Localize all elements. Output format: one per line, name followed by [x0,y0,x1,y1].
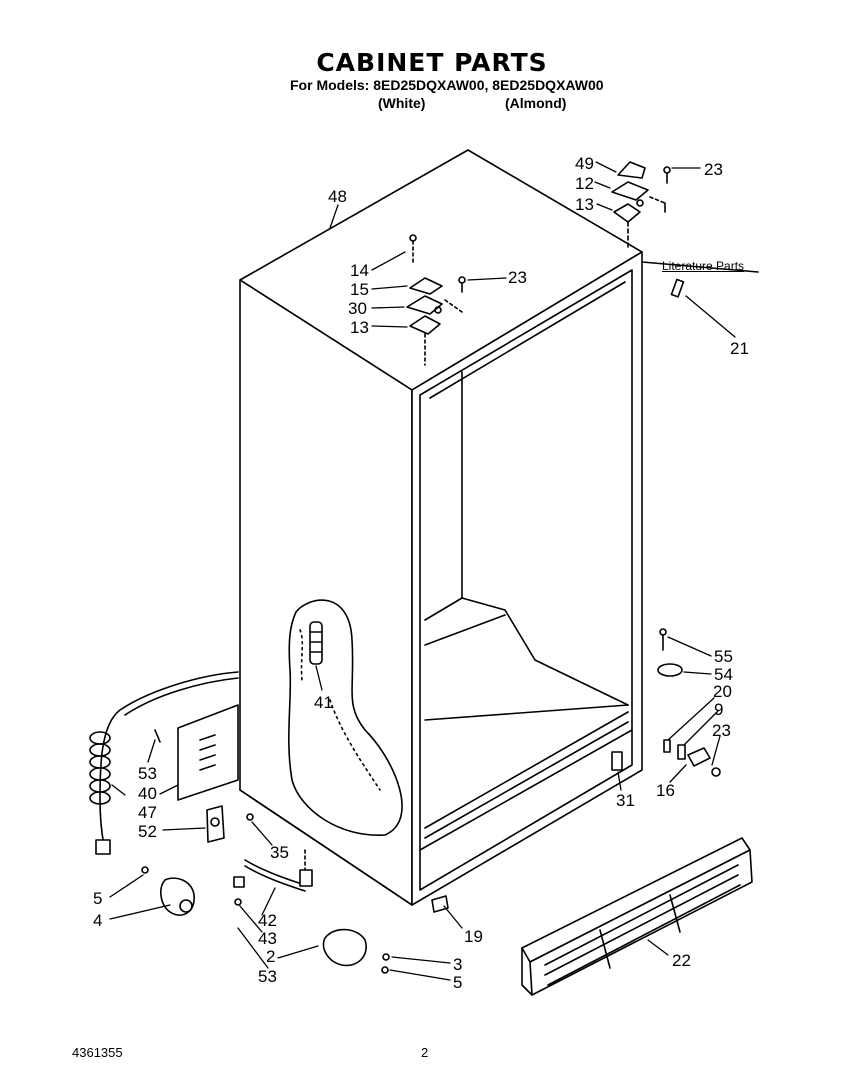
callout-9: 9 [714,700,723,719]
callout-43: 43 [258,929,277,948]
literature-parts-label: Literature Parts [662,259,745,273]
callout-19: 19 [464,927,483,946]
top-center-hinge-assembly [406,234,466,366]
callout-14: 14 [350,261,369,280]
callout-40: 40 [138,784,157,803]
callout-53-upper: 53 [138,764,157,783]
page-number: 2 [421,1045,429,1060]
callout-2: 2 [266,947,275,966]
callout-13-top-center: 13 [350,318,369,337]
document-number: 4361355 [72,1045,123,1060]
callout-12: 12 [575,174,594,193]
callout-22: 22 [672,951,691,970]
callout-54: 54 [714,665,733,684]
part-41-drain-tube [309,621,323,665]
callout-5-left: 5 [93,889,102,908]
callout-5-lower: 5 [453,973,462,992]
variant-white-label: (White) [378,95,426,111]
callout-23-top-right: 23 [704,160,723,179]
callout-47: 47 [138,803,157,822]
callout-20: 20 [713,682,732,701]
callout-16: 16 [656,781,675,800]
variant-almond-label: (Almond) [505,95,567,111]
callout-41: 41 [314,693,333,712]
power-cord-and-control [89,671,254,855]
callout-55: 55 [714,647,733,666]
callout-30: 30 [348,299,367,318]
models-line: For Models: 8ED25DQXAW00, 8ED25DQXAW00 [290,77,604,93]
callout-15: 15 [350,280,369,299]
part-31-bracket [611,751,623,771]
leveling-and-roller-parts [141,849,449,974]
callout-13-top-right: 13 [575,195,594,214]
callout-42: 42 [258,911,277,930]
leader-lines [109,161,736,981]
part-22-toe-grille [521,837,753,996]
cabinet-body [239,149,643,906]
callout-23-lower-right: 23 [712,721,731,740]
callout-48: 48 [328,187,347,206]
page-title: CABINET PARTS [316,48,548,77]
callout-4: 4 [93,911,102,930]
top-right-hinge-assembly [611,161,671,249]
callout-35: 35 [270,843,289,862]
callout-49: 49 [575,154,594,173]
lower-right-hinge-assembly [657,628,721,777]
callout-53-lower: 53 [258,967,277,986]
callout-3: 3 [453,955,462,974]
callout-52: 52 [138,822,157,841]
callout-labels: 48 49 23 12 13 14 15 23 30 13 21 41 55 5… [93,154,749,992]
callout-23-top-center: 23 [508,268,527,287]
callout-21: 21 [730,339,749,358]
callout-31: 31 [616,791,635,810]
literature-parts-item [641,261,759,298]
